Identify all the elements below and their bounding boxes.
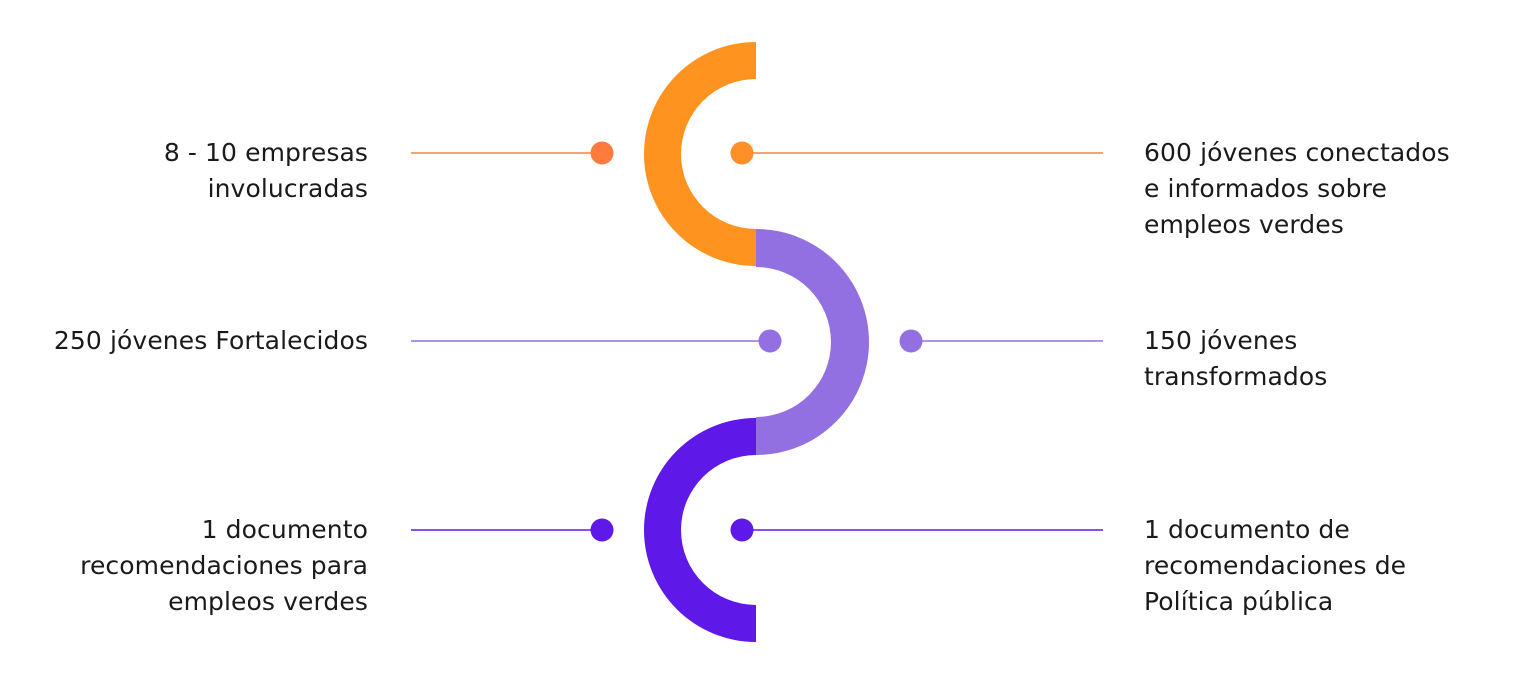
left-label-documento: 1 documento recomendaciones para empleos… [80,512,368,620]
left-label-line: empleos verdes [168,587,368,616]
left-label-line: recomendaciones para [80,551,368,580]
connector-dot-right-1 [730,141,754,165]
left-label-line: 1 documento [201,515,368,544]
right-label-line: e informados sobre [1144,174,1387,203]
left-label-line: 250 jóvenes Fortalecidos [53,326,368,355]
right-label-line: transformados [1144,362,1328,391]
right-label-line: 1 documento de [1144,515,1350,544]
violet-arc [644,418,756,642]
right-label-conectados: 600 jóvenes conectados e informados sobr… [1144,135,1450,243]
connector-dot-left-1 [590,141,614,165]
right-label-line: 600 jóvenes conectados [1144,138,1450,167]
right-label-line: empleos verdes [1144,210,1344,239]
right-label-transformados: 150 jóvenes transformados [1144,323,1327,395]
connector-dot-right-3 [730,518,754,542]
connector-dot-left-3 [590,518,614,542]
right-label-politica: 1 documento de recomendaciones de Políti… [1144,512,1406,620]
left-label-line: involucradas [207,174,368,203]
orange-arc [644,42,756,266]
left-label-empresas: 8 - 10 empresas involucradas [164,135,368,207]
right-label-line: 150 jóvenes [1144,326,1298,355]
lavender-arc [756,229,869,455]
right-label-line: recomendaciones de [1144,551,1407,580]
right-label-line: Política pública [1144,587,1334,616]
left-label-fortalecidos: 250 jóvenes Fortalecidos [54,323,368,359]
left-label-line: 8 - 10 empresas [163,138,368,167]
connector-dot-left-2 [758,329,782,353]
connector-dot-right-2 [899,329,923,353]
